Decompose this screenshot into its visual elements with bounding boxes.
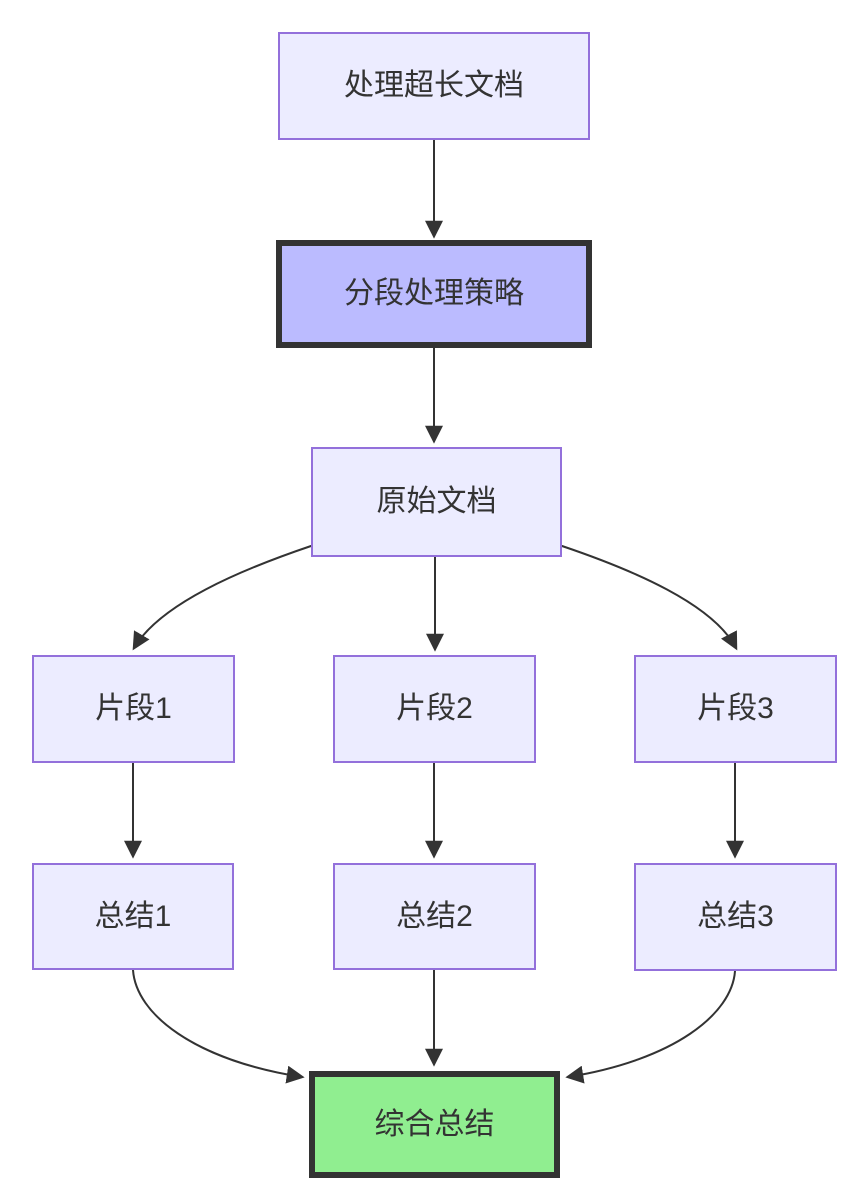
node-label: 片段2 — [396, 692, 473, 725]
node-label: 总结2 — [396, 899, 473, 933]
edge-c-to-d1 — [132, 545, 312, 651]
node-original-document: 原始文档 — [311, 447, 562, 557]
node-label: 综合总结 — [374, 1107, 495, 1141]
node-label: 片段3 — [697, 692, 774, 725]
node-label: 处理超长文档 — [344, 69, 524, 102]
node-summary-1: 总结1 — [32, 863, 234, 970]
edge-c-to-d3 — [561, 545, 738, 651]
node-label: 原始文档 — [376, 485, 497, 518]
node-fragment-2: 片段2 — [333, 655, 536, 763]
node-process-long-document: 处理超长文档 — [278, 32, 590, 140]
node-segmentation-strategy: 分段处理策略 — [276, 240, 592, 348]
node-fragment-3: 片段3 — [634, 655, 837, 763]
node-summary-2: 总结2 — [333, 863, 536, 970]
node-label: 总结1 — [94, 899, 172, 933]
edge-e1-to-f — [132, 969, 305, 1084]
edge-e3-to-f — [565, 970, 736, 1084]
node-fragment-1: 片段1 — [32, 655, 235, 763]
node-label: 分段处理策略 — [344, 277, 524, 310]
node-label: 总结3 — [697, 900, 774, 933]
node-label: 片段1 — [95, 692, 172, 725]
node-summary-3: 总结3 — [634, 863, 837, 971]
node-combined-summary: 综合总结 — [309, 1071, 560, 1178]
